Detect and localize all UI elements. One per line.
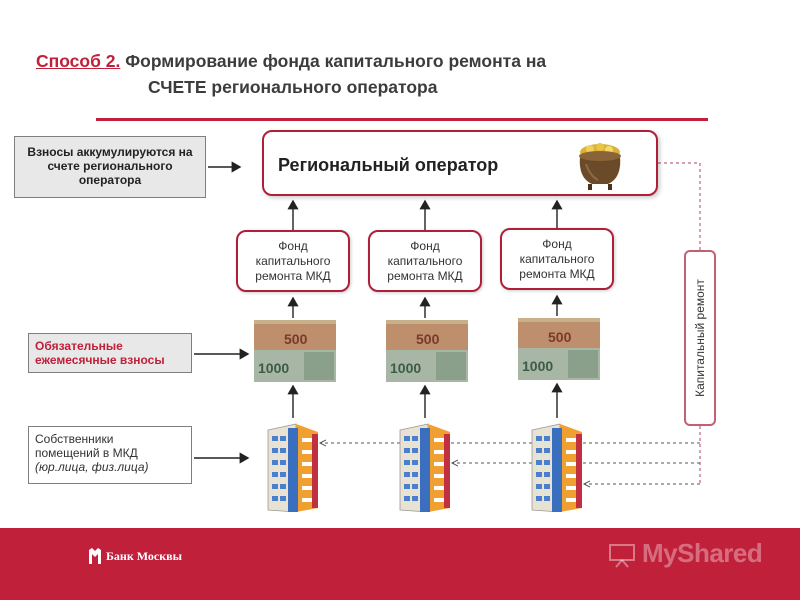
watermark: MyShared bbox=[608, 538, 763, 569]
fund-1-line3: ремонта МКД bbox=[255, 269, 331, 283]
pot-of-gold-icon bbox=[579, 143, 621, 190]
title-underline bbox=[96, 118, 708, 121]
fund-3-line3: ремонта МКД bbox=[519, 267, 595, 281]
apartment-building-icon bbox=[531, 423, 582, 512]
capital-repair-box: Капитальный ремонт bbox=[684, 250, 716, 426]
owners-label: Собственники помещений в МКД (юр.лица, ф… bbox=[28, 426, 192, 484]
fund-3-line2: капитального bbox=[519, 252, 595, 266]
banknotes-icon: 500 1000 bbox=[254, 320, 336, 382]
fund-2-line3: ремонта МКД bbox=[387, 269, 463, 283]
fund-1-line1: Фонд bbox=[278, 239, 308, 253]
dashed-operator-to-repair bbox=[658, 162, 701, 250]
fund-3-line1: Фонд bbox=[542, 237, 572, 251]
regional-operator-box: Региональный оператор bbox=[262, 130, 658, 196]
apartment-building-icon bbox=[267, 423, 318, 512]
operator-label: Региональный оператор bbox=[278, 155, 499, 175]
payments-label: Обязательные ежемесячные взносы bbox=[28, 333, 192, 373]
capital-repair-label: Капитальный ремонт bbox=[693, 279, 707, 397]
bank-logo-icon bbox=[89, 548, 101, 565]
owners-line1: Собственники bbox=[35, 432, 114, 446]
banknote-1000-text: 1000 bbox=[258, 360, 289, 376]
banknote-500-text: 500 bbox=[284, 331, 308, 347]
presentation-icon bbox=[609, 544, 635, 568]
fund-1-line2: капитального bbox=[255, 254, 331, 268]
title-line1: Формирование фонда капитального ремонта … bbox=[120, 51, 547, 71]
slide-title: Способ 2. Формирование фонда капитальног… bbox=[36, 48, 546, 100]
fund-2-line1: Фонд bbox=[410, 239, 440, 253]
bank-logo: Банк Москвы bbox=[88, 548, 183, 565]
accumulate-label: Взносы аккумулируются на счете региональ… bbox=[14, 136, 206, 198]
fund-box-1: Фонд капитального ремонта МКД bbox=[236, 230, 350, 292]
bank-name: Банк Москвы bbox=[106, 548, 183, 563]
method-label: Способ 2. bbox=[36, 51, 121, 71]
footer-bar bbox=[0, 528, 800, 600]
banknote-500-text: 500 bbox=[416, 331, 440, 347]
watermark-text: MyShared bbox=[642, 538, 763, 568]
owners-line3: (юр.лица, физ.лица) bbox=[35, 460, 149, 474]
fund-box-3: Фонд капитального ремонта МКД bbox=[500, 228, 614, 290]
owners-line2: помещений в МКД bbox=[35, 446, 138, 460]
banknote-1000-text: 1000 bbox=[390, 360, 421, 376]
banknotes-icon: 500 1000 bbox=[386, 320, 468, 382]
banknotes-icon: 500 1000 bbox=[518, 318, 600, 380]
banknote-500-text: 500 bbox=[548, 329, 572, 345]
fund-2-line2: капитального bbox=[387, 254, 463, 268]
title-line2: СЧЕТЕ регионального оператора bbox=[148, 77, 438, 97]
banknote-1000-text: 1000 bbox=[522, 358, 553, 374]
apartment-building-icon bbox=[399, 423, 450, 512]
fund-box-2: Фонд капитального ремонта МКД bbox=[368, 230, 482, 292]
